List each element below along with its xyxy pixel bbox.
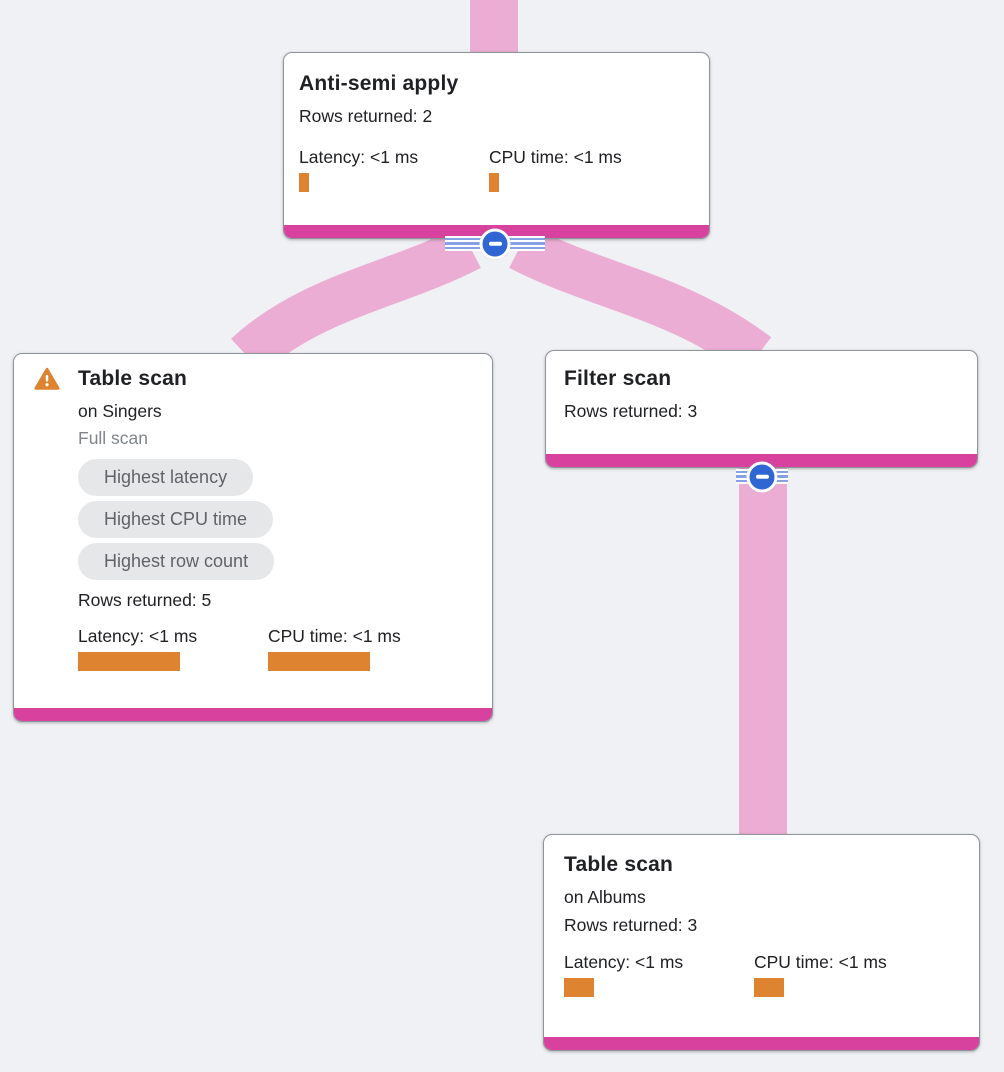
node-subtitle: on Singers (78, 401, 162, 421)
edge-into-anti-semi-apply (470, 0, 518, 56)
rows-returned-text: Rows returned: 3 (564, 915, 698, 935)
latency-bar (78, 652, 180, 671)
collapse-circle[interactable] (479, 228, 511, 259)
badge-highest-row-count: Highest row count (78, 543, 275, 580)
latency-bar (564, 978, 594, 997)
node-title: Anti-semi apply (299, 72, 459, 95)
collapse-minus-icon (488, 241, 502, 246)
node-subtitle: on Albums (564, 887, 646, 907)
badge-list: Highest latency Highest CPU time Highest… (78, 459, 476, 580)
node-accent-bar (544, 1037, 979, 1050)
node-title: Table scan (564, 853, 673, 876)
latency-label: Latency: <1 ms (78, 626, 198, 646)
node-accent-bar (14, 708, 492, 721)
cpu-time-bar (268, 652, 370, 671)
edge-anti-semi-to-table-scan-singers (231, 226, 481, 374)
rows-returned-text: Rows returned: 2 (299, 106, 433, 126)
collapse-button-filter-scan[interactable] (736, 461, 788, 492)
cpu-time-label: CPU time: <1 ms (268, 626, 401, 646)
collapse-circle[interactable] (746, 461, 778, 492)
cpu-time-bar (489, 173, 499, 192)
collapse-minus-icon (755, 474, 769, 479)
plan-node-table-scan-albums[interactable]: Table scan on Albums Rows returned: 3 La… (543, 834, 980, 1051)
plan-node-table-scan-singers[interactable]: Table scan on Singers Full scan Highest … (13, 353, 493, 722)
scan-mode-text: Full scan (78, 428, 149, 448)
plan-node-anti-semi-apply[interactable]: Anti-semi apply Rows returned: 2 Latency… (283, 52, 710, 239)
cpu-time-label: CPU time: <1 ms (754, 952, 887, 972)
cpu-time-label: CPU time: <1 ms (489, 147, 622, 167)
rows-returned-text: Rows returned: 5 (78, 590, 212, 610)
plan-node-filter-scan[interactable]: Filter scan Rows returned: 3 (545, 350, 978, 468)
latency-label: Latency: <1 ms (299, 147, 419, 167)
edge-filter-scan-to-table-scan-albums (739, 468, 787, 838)
cpu-time-bar (754, 978, 784, 997)
badge-highest-latency: Highest latency (78, 459, 254, 496)
badge-highest-cpu-time: Highest CPU time (78, 501, 274, 538)
edge-anti-semi-to-filter-scan (509, 226, 772, 375)
node-accent-bar (546, 454, 977, 467)
rows-returned-text: Rows returned: 3 (564, 401, 698, 421)
collapse-button-anti-semi-apply[interactable] (445, 228, 545, 259)
latency-bar (299, 173, 309, 192)
node-title: Filter scan (564, 367, 672, 390)
latency-label: Latency: <1 ms (564, 952, 684, 972)
warning-triangle-icon (34, 366, 60, 392)
node-title: Table scan (78, 367, 187, 390)
